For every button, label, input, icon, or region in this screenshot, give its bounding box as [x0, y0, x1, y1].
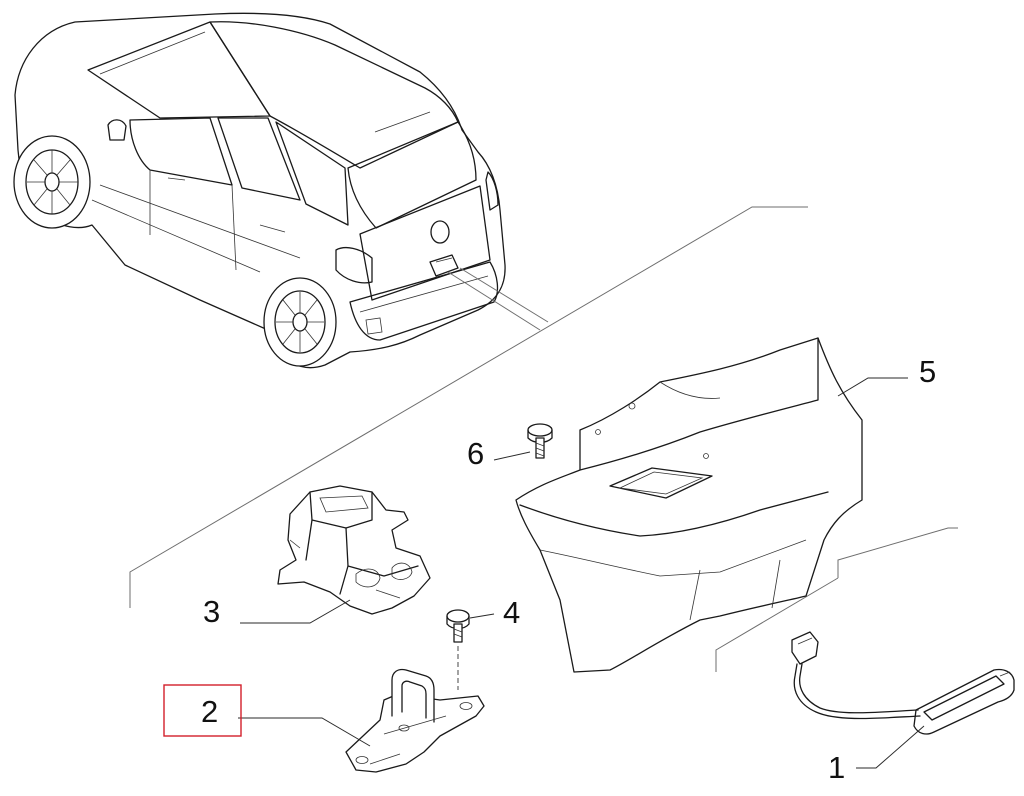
part-4-bolt: [446, 609, 470, 690]
highlight-box: [163, 684, 242, 737]
part-3-latch: [277, 485, 431, 615]
callout-1[interactable]: 1: [828, 750, 845, 785]
part-5-trim-panel: [515, 337, 863, 673]
callout-6[interactable]: 6: [467, 436, 484, 471]
callout-3[interactable]: 3: [203, 594, 220, 629]
part-6-screw: [527, 423, 553, 459]
callout-4[interactable]: 4: [503, 595, 520, 630]
callout-2[interactable]: 2: [201, 694, 218, 729]
part-2-striker: [345, 668, 485, 773]
callout-5[interactable]: 5: [919, 354, 936, 389]
assembly-frame-lines: [129, 206, 958, 672]
leader-lines: [238, 377, 925, 769]
callout-labels: 1 2 3 4 5 6: [201, 354, 936, 785]
car-illustration: [13, 12, 549, 369]
part-1-switch: [791, 631, 1015, 735]
